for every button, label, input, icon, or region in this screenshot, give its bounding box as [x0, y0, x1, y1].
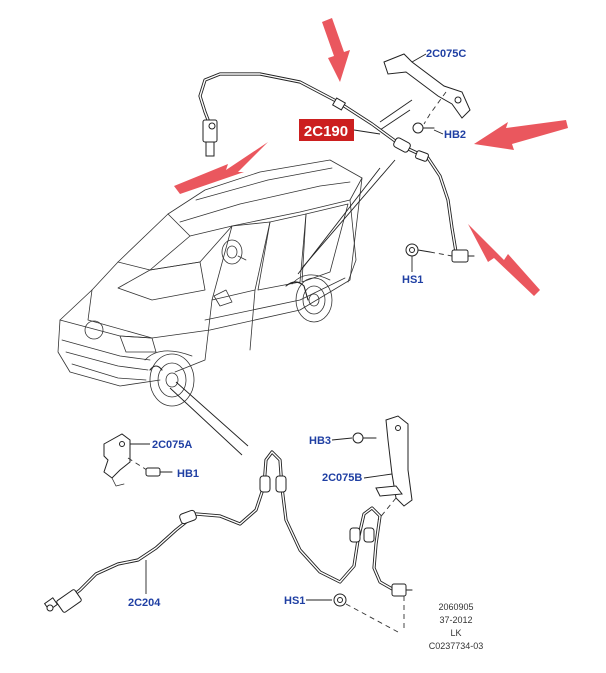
bottom-harness [43, 450, 413, 613]
bracket-2c075a [103, 433, 151, 487]
highlight-box [299, 119, 354, 141]
vehicle-outline [57, 159, 363, 407]
ref-line-1: 2060905 [438, 602, 473, 612]
red-arrow-lower [468, 224, 540, 296]
bracket-2c075c [383, 53, 471, 125]
callout-hb2: HB2 [444, 129, 466, 141]
top-sensor-harness [198, 72, 475, 263]
reference-block: 2060905 37-2012 LK C0237734-03 [429, 602, 484, 651]
callout-hb3: HB3 [309, 435, 331, 447]
screw-hs1-top [405, 243, 453, 257]
callouts: 2C075C HB2 HS1 2C075A HB1 HB3 2C075B 2C2… [128, 48, 466, 609]
red-arrow-top [322, 18, 350, 82]
wheel-speed-sensor-top [202, 119, 218, 157]
highlight-text: 2C190 [304, 123, 348, 140]
connector-top [451, 249, 475, 263]
callout-hs1-bottom: HS1 [284, 595, 305, 607]
bolt-hb1 [145, 467, 173, 477]
bolt-hb2 [412, 122, 435, 134]
connector-bottom [391, 583, 413, 597]
screw-hs1-bottom [333, 593, 405, 633]
callout-2c075c: 2C075C [426, 48, 466, 60]
ref-line-4: C0237734-03 [429, 641, 484, 651]
callout-2c075b: 2C075B [322, 472, 362, 484]
callout-2c204: 2C204 [128, 597, 161, 609]
callout-hb1: HB1 [177, 468, 199, 480]
callout-hs1-top: HS1 [402, 274, 423, 286]
wheel-speed-sensor-bottom [43, 589, 82, 613]
bracket-2c075b [375, 415, 413, 521]
callout-2c075a: 2C075A [152, 439, 192, 451]
highlight-part-label: 2C190 [299, 119, 381, 141]
ref-line-3: LK [450, 628, 461, 638]
leader-lines [169, 99, 413, 456]
ref-line-2: 37-2012 [439, 615, 472, 625]
red-arrows [174, 18, 568, 296]
bolt-hb3 [352, 432, 377, 444]
red-arrow-right [474, 120, 568, 150]
red-arrow-left [174, 142, 268, 194]
